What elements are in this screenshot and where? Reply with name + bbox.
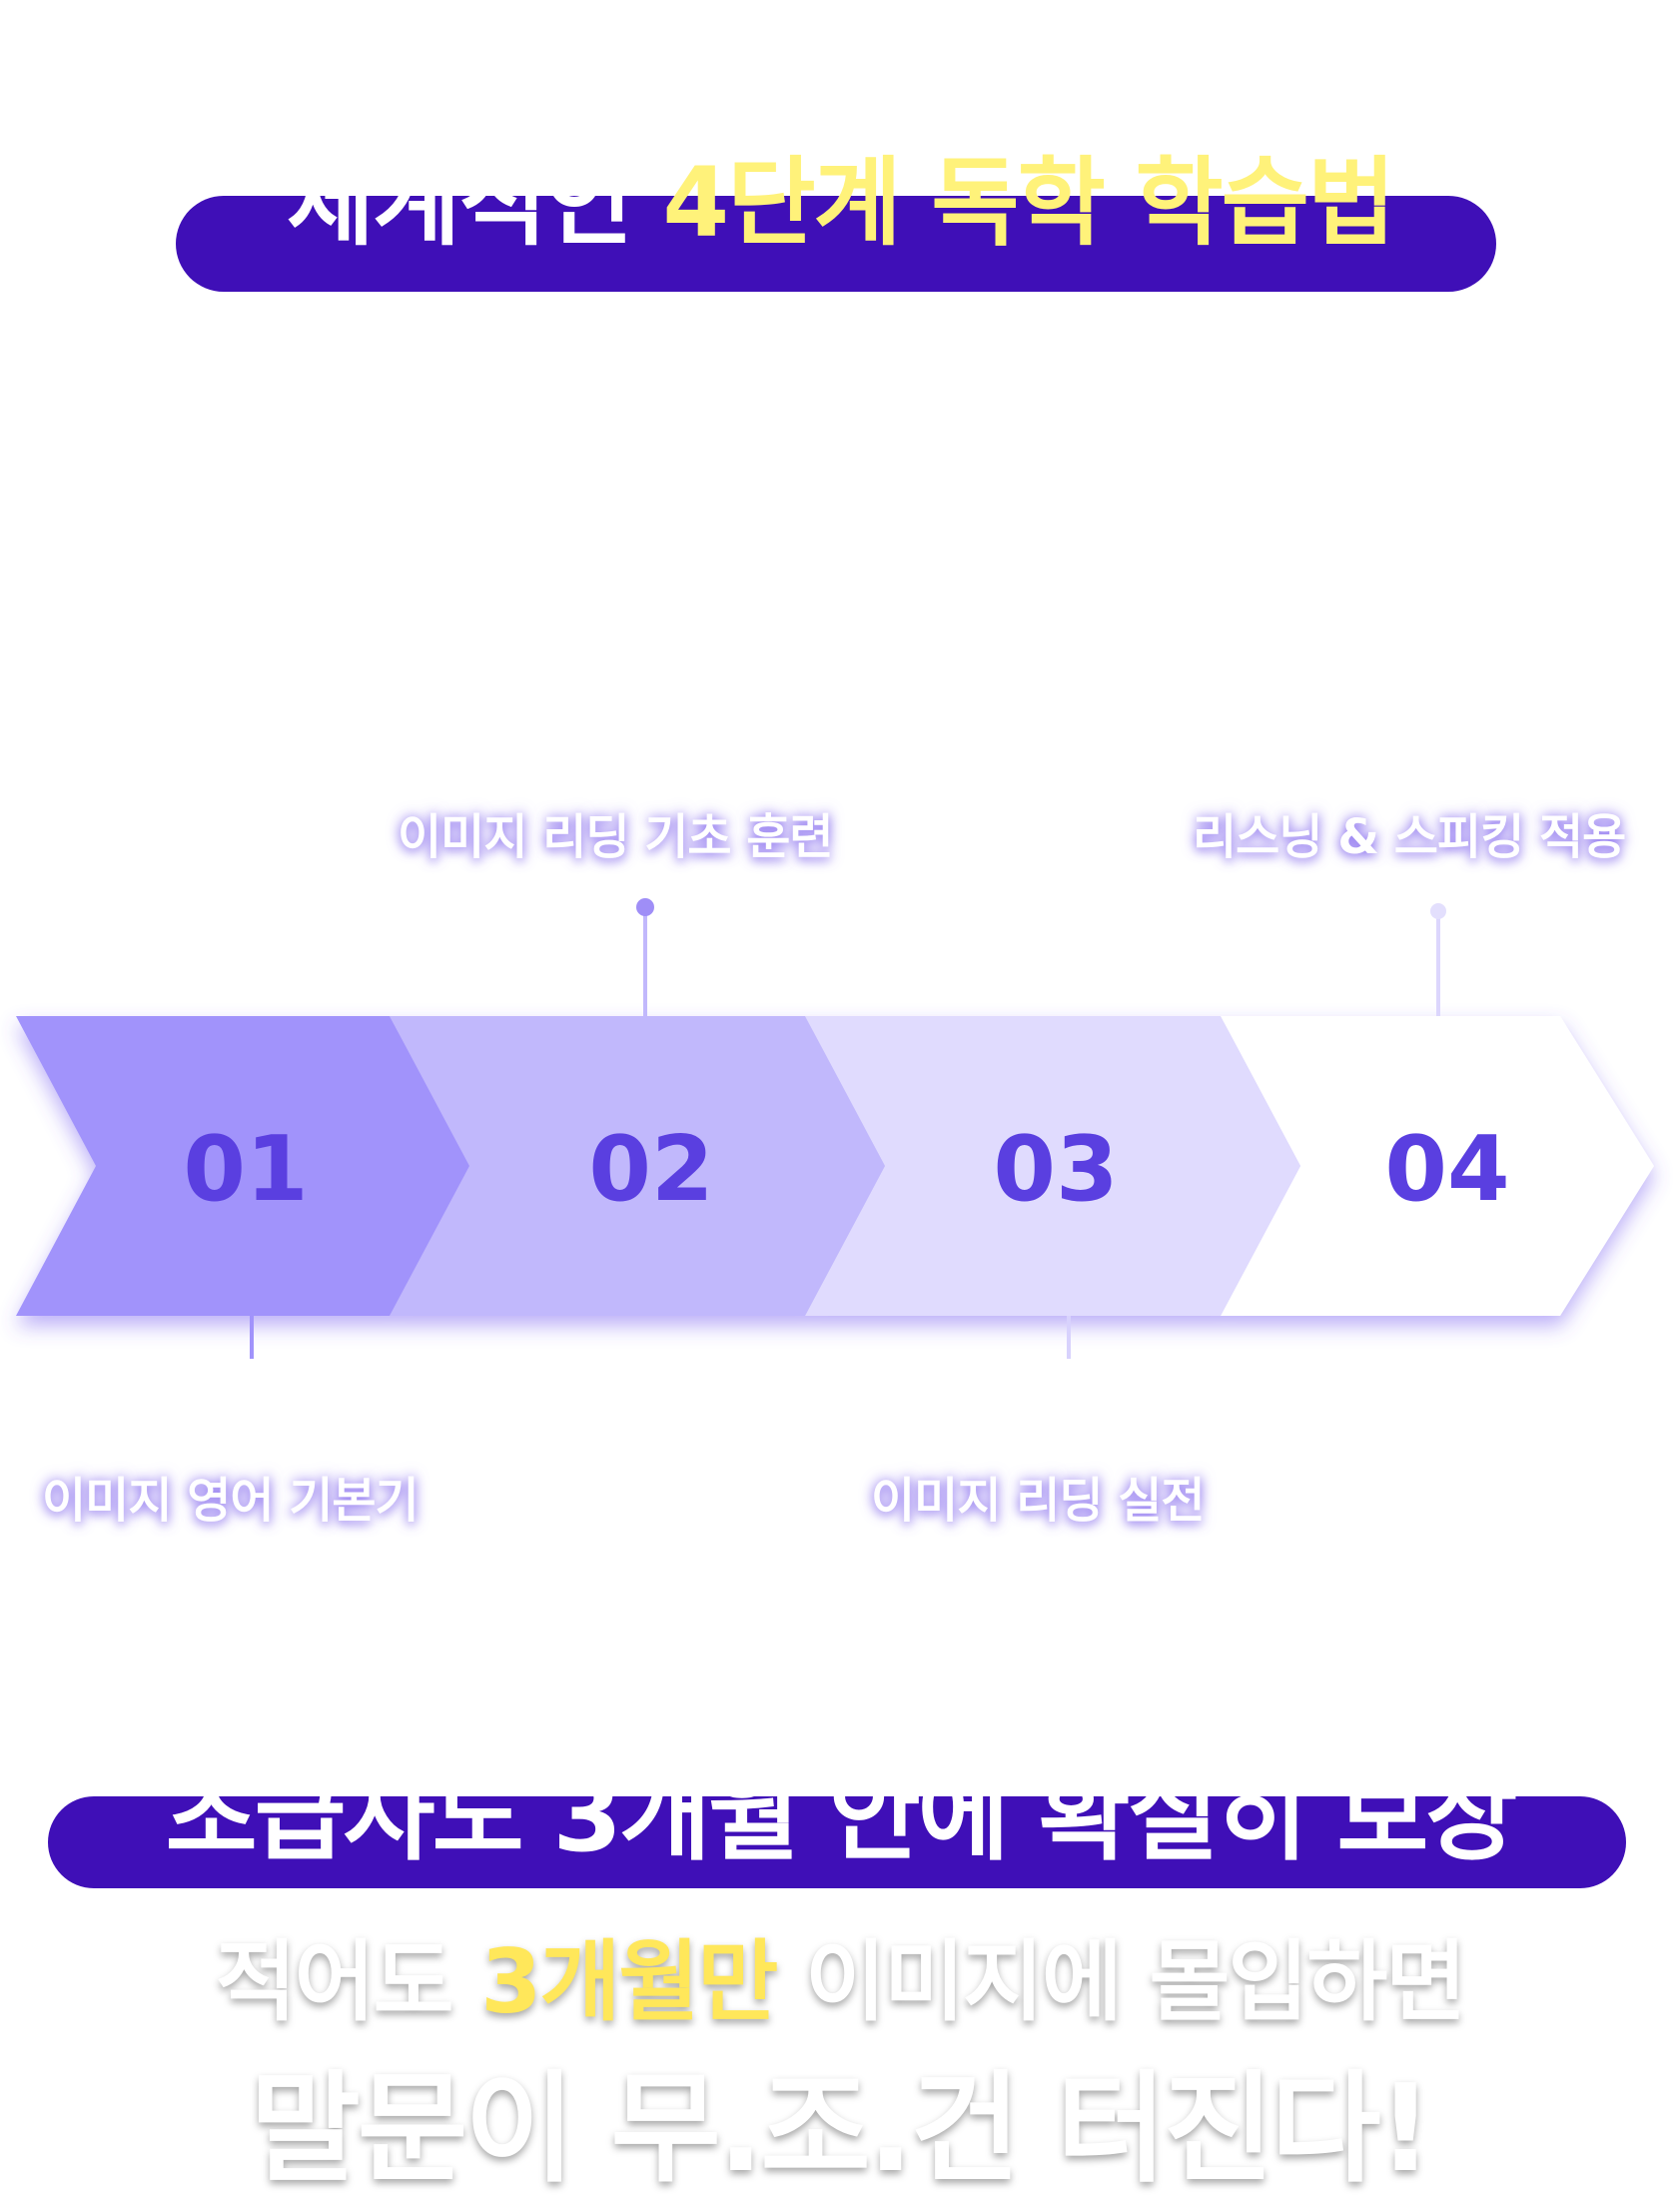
step-3-number: 03 <box>993 1117 1118 1222</box>
connector-2 <box>636 898 654 1016</box>
step-4-number: 04 <box>1384 1117 1509 1222</box>
title-highlight: 4단계 독학 학습법 <box>662 147 1395 259</box>
step-1-number: 01 <box>183 1117 308 1222</box>
step-3-arrow <box>805 1016 1300 1316</box>
guarantee-headline: 초급자도 3개월 안에 확실히 보장 <box>165 1757 1518 1874</box>
step-3-label: 이미지 리딩 실전 <box>871 1473 1206 1529</box>
page-title: 체계적인 4단계 독학 학습법 <box>0 148 1680 258</box>
steps-diagram: 01 02 03 04 <box>16 898 1654 1359</box>
step-2-label: 이미지 리딩 기초 훈련 <box>398 809 834 865</box>
title-pill <box>176 196 1496 292</box>
subtext-line1-suffix: 이미지에 몰입하면 <box>776 1930 1466 2033</box>
connector-4 <box>1430 903 1446 1016</box>
step-4-label: 리스닝 & 스피킹 적용 <box>1193 809 1626 865</box>
subtext-line1-highlight: 3개월만 <box>480 1930 778 2033</box>
title-prefix: 체계적인 <box>286 147 663 259</box>
guarantee-pill <box>48 1796 1626 1888</box>
connector-1 <box>250 1316 254 1359</box>
subtext-line-1: 적어도 3개월만 이미지에 몰입하면 <box>0 1930 1680 2034</box>
connector-3 <box>1067 1316 1071 1359</box>
subtext-line1-prefix: 적어도 <box>215 1930 481 2033</box>
step-1-arrow <box>16 1016 469 1316</box>
step-2-arrow <box>390 1016 885 1316</box>
subtext-line-2: 말문이 무.조.건 터진다! <box>250 2060 1432 2199</box>
step-4-arrow <box>1221 1016 1654 1316</box>
step-1-label: 이미지 영어 기본기 <box>42 1473 420 1529</box>
step-2-number: 02 <box>588 1117 713 1222</box>
